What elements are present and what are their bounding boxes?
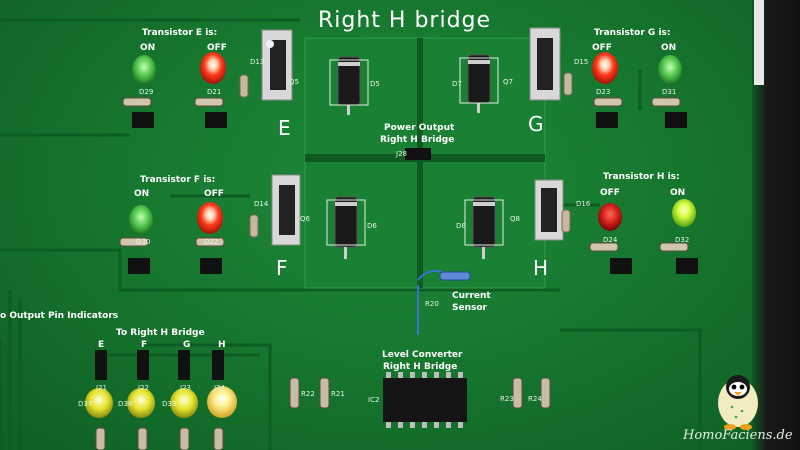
ref-q8: Q8 <box>510 215 520 223</box>
ref-d13: D13 <box>250 58 265 66</box>
ref-r22: R22 <box>301 390 315 398</box>
ref-d15: D15 <box>574 58 589 66</box>
level-converter-ic-ref: IC2 <box>368 396 380 404</box>
current-sensor-label-2: Sensor <box>452 303 487 313</box>
transistor-e-letter: E <box>278 116 291 140</box>
level-converter-label-2: Right H Bridge <box>383 362 458 372</box>
power-output-label-1: Power Output <box>384 123 455 133</box>
ref-r24: R24 <box>528 395 542 403</box>
ref-q6: Q6 <box>300 215 310 223</box>
ref-d8: D8 <box>456 222 466 230</box>
current-sensor-label-1: Current <box>452 291 491 301</box>
output-pin-indicators-heading: o Output Pin Indicators <box>0 311 119 321</box>
ref-d7: D7 <box>452 80 462 88</box>
transistor-g-heading: Transistor G is: <box>594 28 671 38</box>
transistor-f-off-label: OFF <box>204 189 224 199</box>
transistor-h-on-label: ON <box>670 188 686 198</box>
ref-d22: D22 <box>204 238 219 246</box>
pin-label-f: F <box>141 340 148 350</box>
transistor-e-heading: Transistor E is: <box>142 28 218 38</box>
led-group-top <box>132 52 682 85</box>
ref-d21: D21 <box>207 88 222 96</box>
transistor-g-letter: G <box>528 112 544 136</box>
transistor-f-letter: F <box>276 256 288 280</box>
transistor-g-off-label: OFF <box>592 43 612 53</box>
ref-j22: J22 <box>138 384 149 392</box>
transistor-h-off-label: OFF <box>600 188 620 198</box>
power-output-label-2: Right H Bridge <box>380 135 455 145</box>
output-pin-indicators-subheading: To Right H Bridge <box>116 328 205 338</box>
ref-d6: D6 <box>367 222 377 230</box>
transistor-e-off-label: OFF <box>207 43 227 53</box>
ref-q5: Q5 <box>289 78 299 86</box>
ref-j21: J21 <box>96 384 107 392</box>
ref-d14: D14 <box>254 200 269 208</box>
ref-d23: D23 <box>596 88 611 96</box>
ref-d32: D32 <box>675 236 690 244</box>
transistor-g-on-label: ON <box>661 43 677 53</box>
ref-r23: R23 <box>500 395 514 403</box>
transistor-f-heading: Transistor F is: <box>140 175 216 185</box>
pin-label-g: G <box>183 340 191 350</box>
current-sensor-resistor-ref: R20 <box>425 300 439 308</box>
transistor-h-heading: Transistor H is: <box>603 172 680 182</box>
ref-d31: D31 <box>662 88 677 96</box>
pin-label-e: E <box>98 340 105 350</box>
transistor-e <box>261 29 293 101</box>
ref-d5: D5 <box>370 80 380 88</box>
board-title: Right H bridge <box>318 8 492 33</box>
pin-label-h: H <box>218 340 226 350</box>
ref-d30: D30 <box>136 238 151 246</box>
ref-r21: R21 <box>331 390 345 398</box>
transistor-h-letter: H <box>533 256 549 280</box>
ref-d39: D39 <box>162 400 177 408</box>
level-converter-label-1: Level Converter <box>382 350 463 360</box>
ref-j24: J24 <box>214 384 225 392</box>
board-edge <box>754 0 764 85</box>
transistor-e-on-label: ON <box>140 43 156 53</box>
ref-d16: D16 <box>576 200 591 208</box>
watermark: HomoFaciens.de <box>683 428 793 443</box>
transistor-f-on-label: ON <box>134 189 150 199</box>
ref-q7: Q7 <box>503 78 513 86</box>
ref-d29: D29 <box>139 88 154 96</box>
ref-d24: D24 <box>603 236 618 244</box>
ref-j23: J23 <box>180 384 191 392</box>
ref-d37: D37 <box>78 400 93 408</box>
power-output-jumper-ref: J28 <box>396 150 407 158</box>
ref-d38: D38 <box>118 400 133 408</box>
